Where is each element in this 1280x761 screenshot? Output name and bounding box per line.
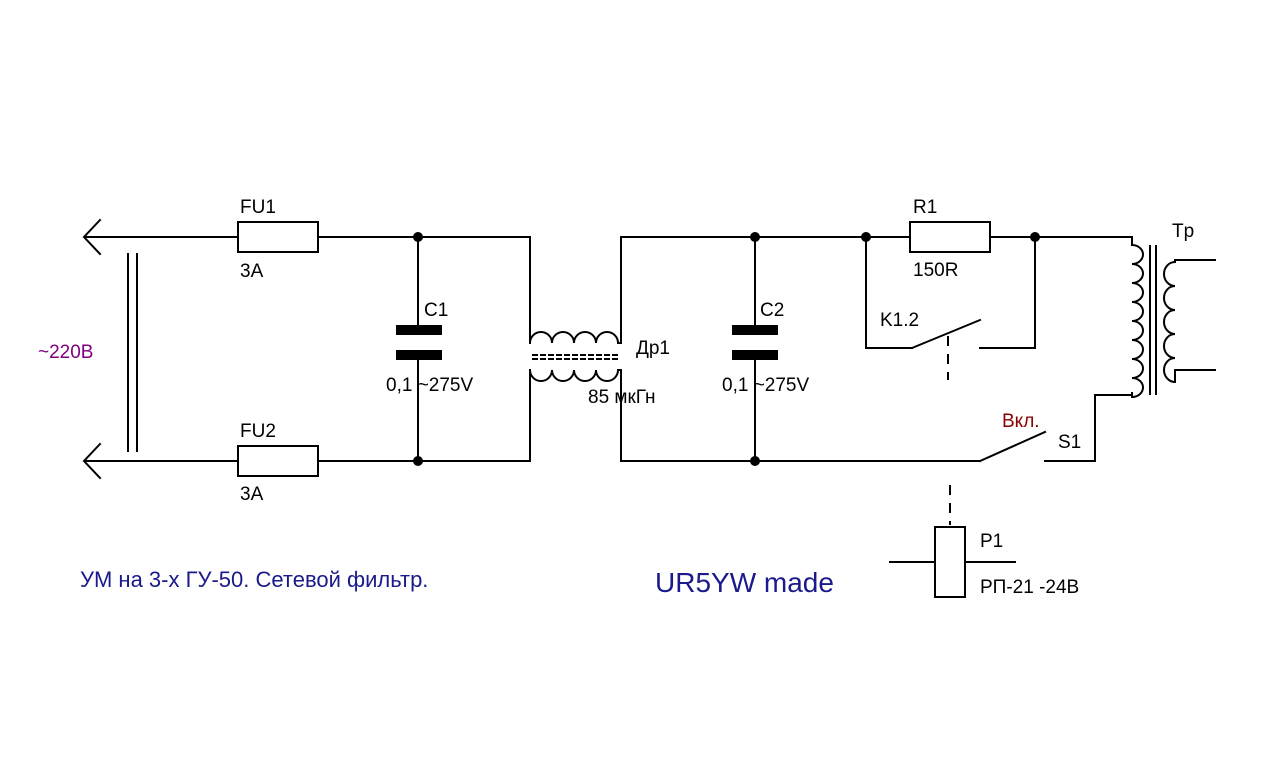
bottom-rail-output [620,369,981,462]
mains-voltage-label: ~220В [38,342,93,363]
switch-s1 [949,394,1133,525]
fuse-fu2 [237,445,319,477]
relay-label: P1 [980,531,1003,552]
fu2-rating: 3А [240,484,264,505]
switch-state-label: Вкл. [1002,411,1040,432]
relay-model: РП-21 -24В [980,577,1079,598]
fu1-label: FU1 [240,197,276,218]
transformer-tr [1131,244,1216,398]
mains-plug [82,218,138,480]
c1-label: C1 [424,300,448,321]
capacitor-c2 [732,232,778,466]
diagram-title: УМ на 3-х ГУ-50. Сетевой фильтр. [80,567,428,592]
c1-value: 0,1 ~275V [386,375,473,396]
fu2-label: FU2 [240,421,276,442]
c2-value: 0,1 ~275V [722,375,809,396]
r1-label: R1 [913,197,937,218]
r1-value: 150R [913,260,958,281]
resistor-r1 [861,221,1040,253]
author-brand: UR5YW made [655,567,834,598]
relay-contact-k1-2 [865,236,1036,380]
switch-label: S1 [1058,432,1081,453]
choke-dr1 [529,331,622,382]
capacitor-c1 [396,232,442,466]
top-rail-output [620,236,1133,344]
transformer-label: Tр [1172,221,1194,242]
fu1-rating: 3А [240,261,264,282]
c2-label: C2 [760,300,784,321]
bottom-rail-input [85,369,531,462]
fuse-fu1 [237,221,319,253]
relay-coil-p1 [889,526,1016,598]
choke-label: Др1 [636,338,670,359]
k1-2-label: K1.2 [880,310,919,331]
top-rail-input [85,236,531,344]
